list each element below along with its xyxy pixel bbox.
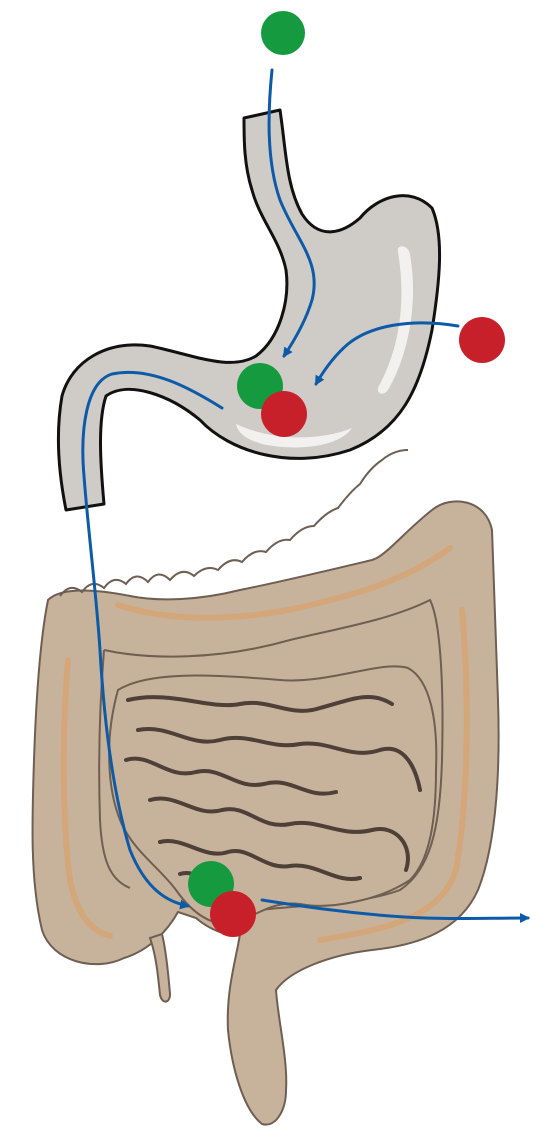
red-particle-intestine bbox=[210, 891, 256, 937]
red-particle-right bbox=[459, 317, 505, 363]
green-particle-top bbox=[261, 11, 305, 55]
stomach-body bbox=[59, 110, 440, 510]
stomach bbox=[59, 110, 440, 510]
appendix bbox=[150, 934, 170, 1002]
red-particle-stomach bbox=[261, 391, 307, 437]
